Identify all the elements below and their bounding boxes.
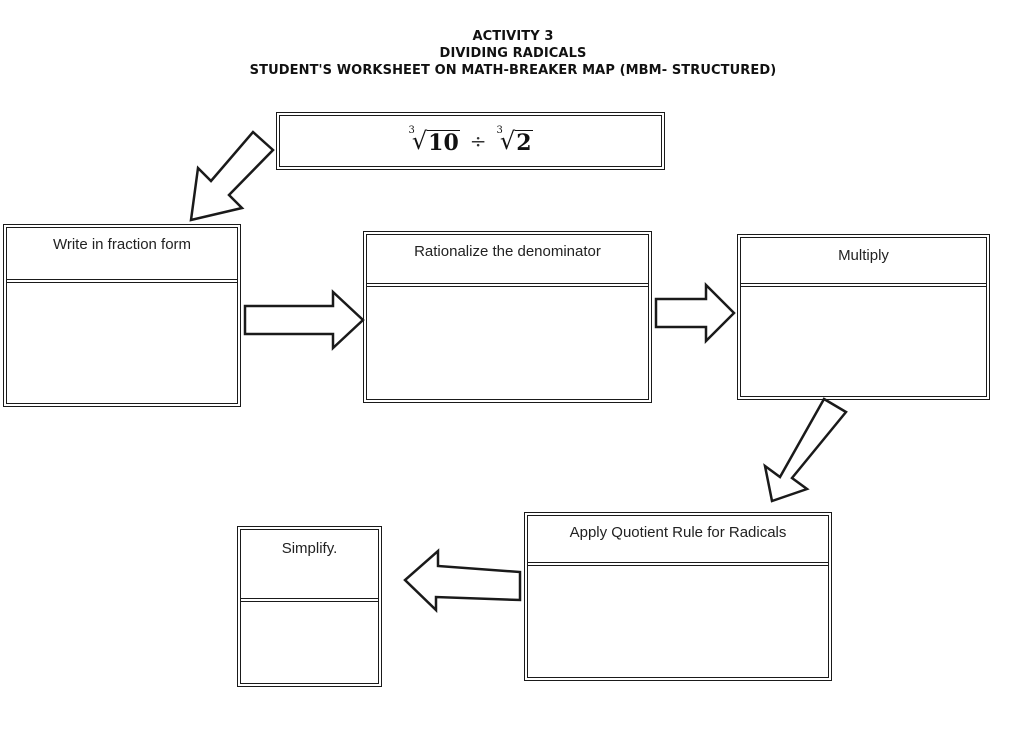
worksheet-title: STUDENT'S WORKSHEET ON MATH-BREAKER MAP …: [249, 63, 777, 78]
step-label-rationalize: Rationalize the denominator: [367, 235, 648, 287]
division-operator: ÷: [469, 129, 487, 153]
left-radical: 3 √ 10: [408, 125, 460, 156]
arrow-right-icon: [654, 281, 736, 345]
right-radical: 3 √ 2: [496, 125, 533, 156]
arrow-right-icon: [243, 289, 365, 351]
step-label-simplify: Simplify.: [241, 530, 378, 602]
step-box-simplify: Simplify.: [237, 526, 382, 687]
topic-title: DIVIDING RADICALS: [439, 46, 587, 61]
step-box-write-fraction: Write in fraction form: [3, 224, 241, 407]
left-radicand: 10: [427, 130, 460, 156]
step-label-write-fraction: Write in fraction form: [7, 228, 237, 283]
right-radicand: 2: [515, 130, 533, 156]
step-box-quotient-rule: Apply Quotient Rule for Radicals: [524, 512, 832, 681]
activity-title: ACTIVITY 3: [472, 29, 554, 44]
radical-sign: √: [411, 127, 428, 155]
step-box-multiply: Multiply: [737, 234, 990, 400]
left-radical-index: 3: [408, 125, 415, 136]
worksheet-header: ACTIVITY 3 DIVIDING RADICALS STUDENT'S W…: [0, 28, 1026, 79]
arrow-left-icon: [403, 548, 522, 613]
problem-box: 3 √ 10 ÷ 3 √ 2: [276, 112, 665, 170]
arrow-down-left-icon: [763, 397, 848, 503]
radical-sign: √: [499, 127, 516, 155]
right-radical-index: 3: [496, 125, 503, 136]
step-box-rationalize: Rationalize the denominator: [363, 231, 652, 403]
arrow-down-left-icon: [189, 130, 275, 222]
step-label-quotient-rule: Apply Quotient Rule for Radicals: [528, 516, 828, 566]
step-label-multiply: Multiply: [741, 238, 986, 287]
